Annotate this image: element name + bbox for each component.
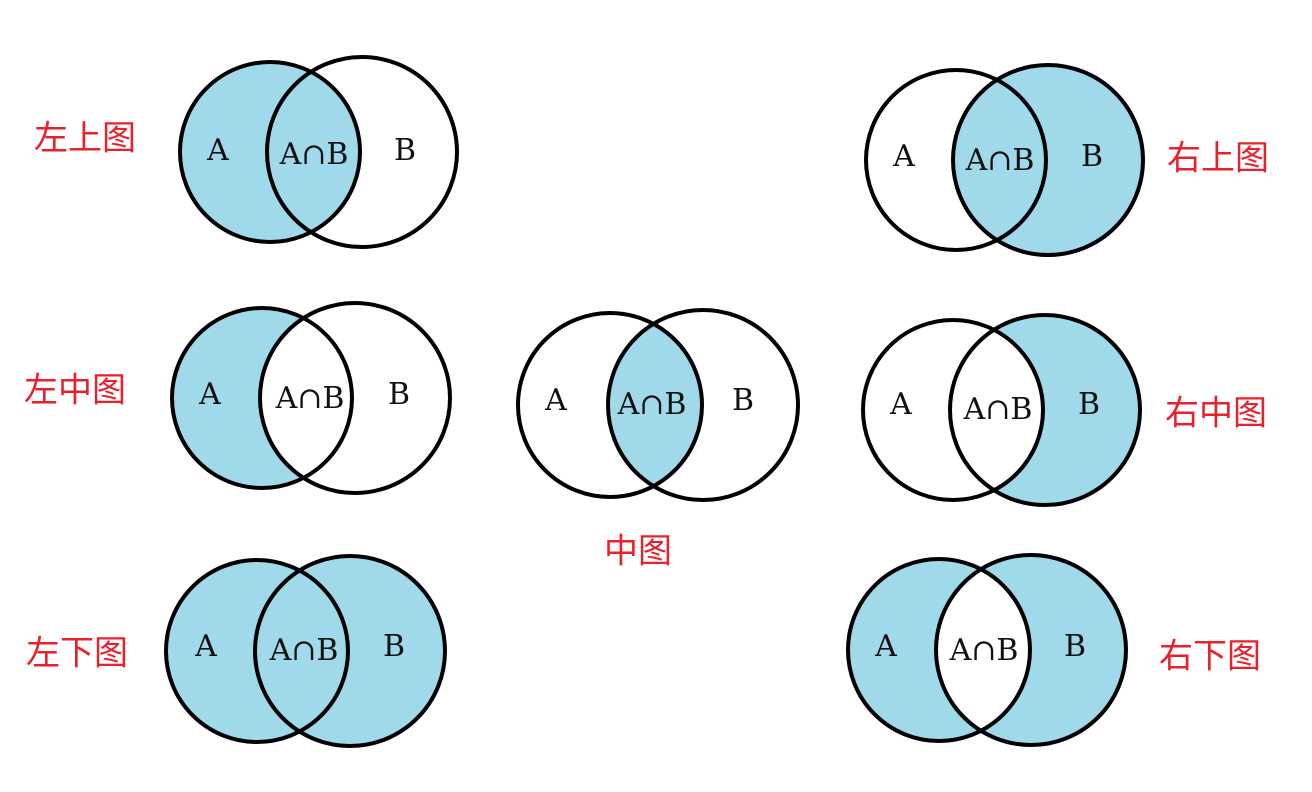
circle-b-outline (951, 63, 1145, 257)
circle-b-outline (265, 55, 459, 249)
circle-a-outline (864, 68, 1048, 252)
label-intersection: A∩B (279, 137, 349, 172)
circle-b-outline (606, 308, 800, 502)
label-set-a: A (198, 377, 221, 412)
circle-a-outline (846, 557, 1032, 743)
label-set-a: A (206, 133, 229, 168)
caption-middle-left: 左中图 (24, 371, 126, 411)
caption-top-right: 右上图 (1167, 139, 1269, 179)
circle-a-outline (164, 558, 350, 744)
label-intersection: A∩B (949, 633, 1019, 668)
venn-bottom-right: A A∩B B (846, 553, 1128, 747)
label-set-a: A (892, 139, 915, 174)
venn-middle-right: A A∩B B (861, 313, 1142, 507)
label-set-b: B (1078, 387, 1100, 422)
venn-top-right: A A∩B B (864, 63, 1145, 257)
venn-top-left: A A∩B B (178, 55, 459, 249)
venn-bottom-left: A A∩B B (164, 554, 447, 748)
venn-center: A A∩B B (516, 308, 800, 502)
circle-b-outline (253, 554, 447, 748)
caption-bottom-left: 左下图 (26, 634, 128, 674)
label-set-b: B (732, 383, 754, 418)
label-set-b: B (1064, 629, 1086, 664)
circle-b-outline (934, 553, 1128, 747)
circle-a-outline (170, 306, 354, 490)
caption-top-left: 左上图 (34, 119, 136, 159)
caption-middle-right: 右中图 (1165, 394, 1267, 434)
circle-a-outline (516, 311, 704, 499)
label-set-b: B (394, 133, 416, 168)
circle-b-outline (948, 313, 1142, 507)
label-intersection: A∩B (269, 633, 339, 668)
circle-a-outline (861, 318, 1045, 502)
caption-center: 中图 (604, 532, 672, 572)
label-set-b: B (1081, 139, 1103, 174)
region-intersection (267, 62, 360, 242)
label-intersection: A∩B (275, 381, 345, 416)
region-intersection (255, 560, 348, 742)
label-set-a: A (889, 387, 912, 422)
label-set-b: B (383, 629, 405, 664)
label-intersection: A∩B (965, 143, 1035, 178)
circle-b-outline (258, 301, 452, 495)
label-set-a: A (544, 383, 567, 418)
region-intersection (608, 313, 702, 497)
label-intersection: A∩B (963, 392, 1033, 427)
circle-a-outline (178, 60, 362, 244)
label-intersection: A∩B (617, 387, 687, 422)
label-set-a: A (874, 629, 897, 664)
label-set-a: A (194, 629, 217, 664)
venn-middle-left: A A∩B B (170, 301, 452, 495)
region-intersection (953, 70, 1046, 250)
label-set-b: B (388, 377, 410, 412)
caption-bottom-right: 右下图 (1159, 637, 1261, 677)
